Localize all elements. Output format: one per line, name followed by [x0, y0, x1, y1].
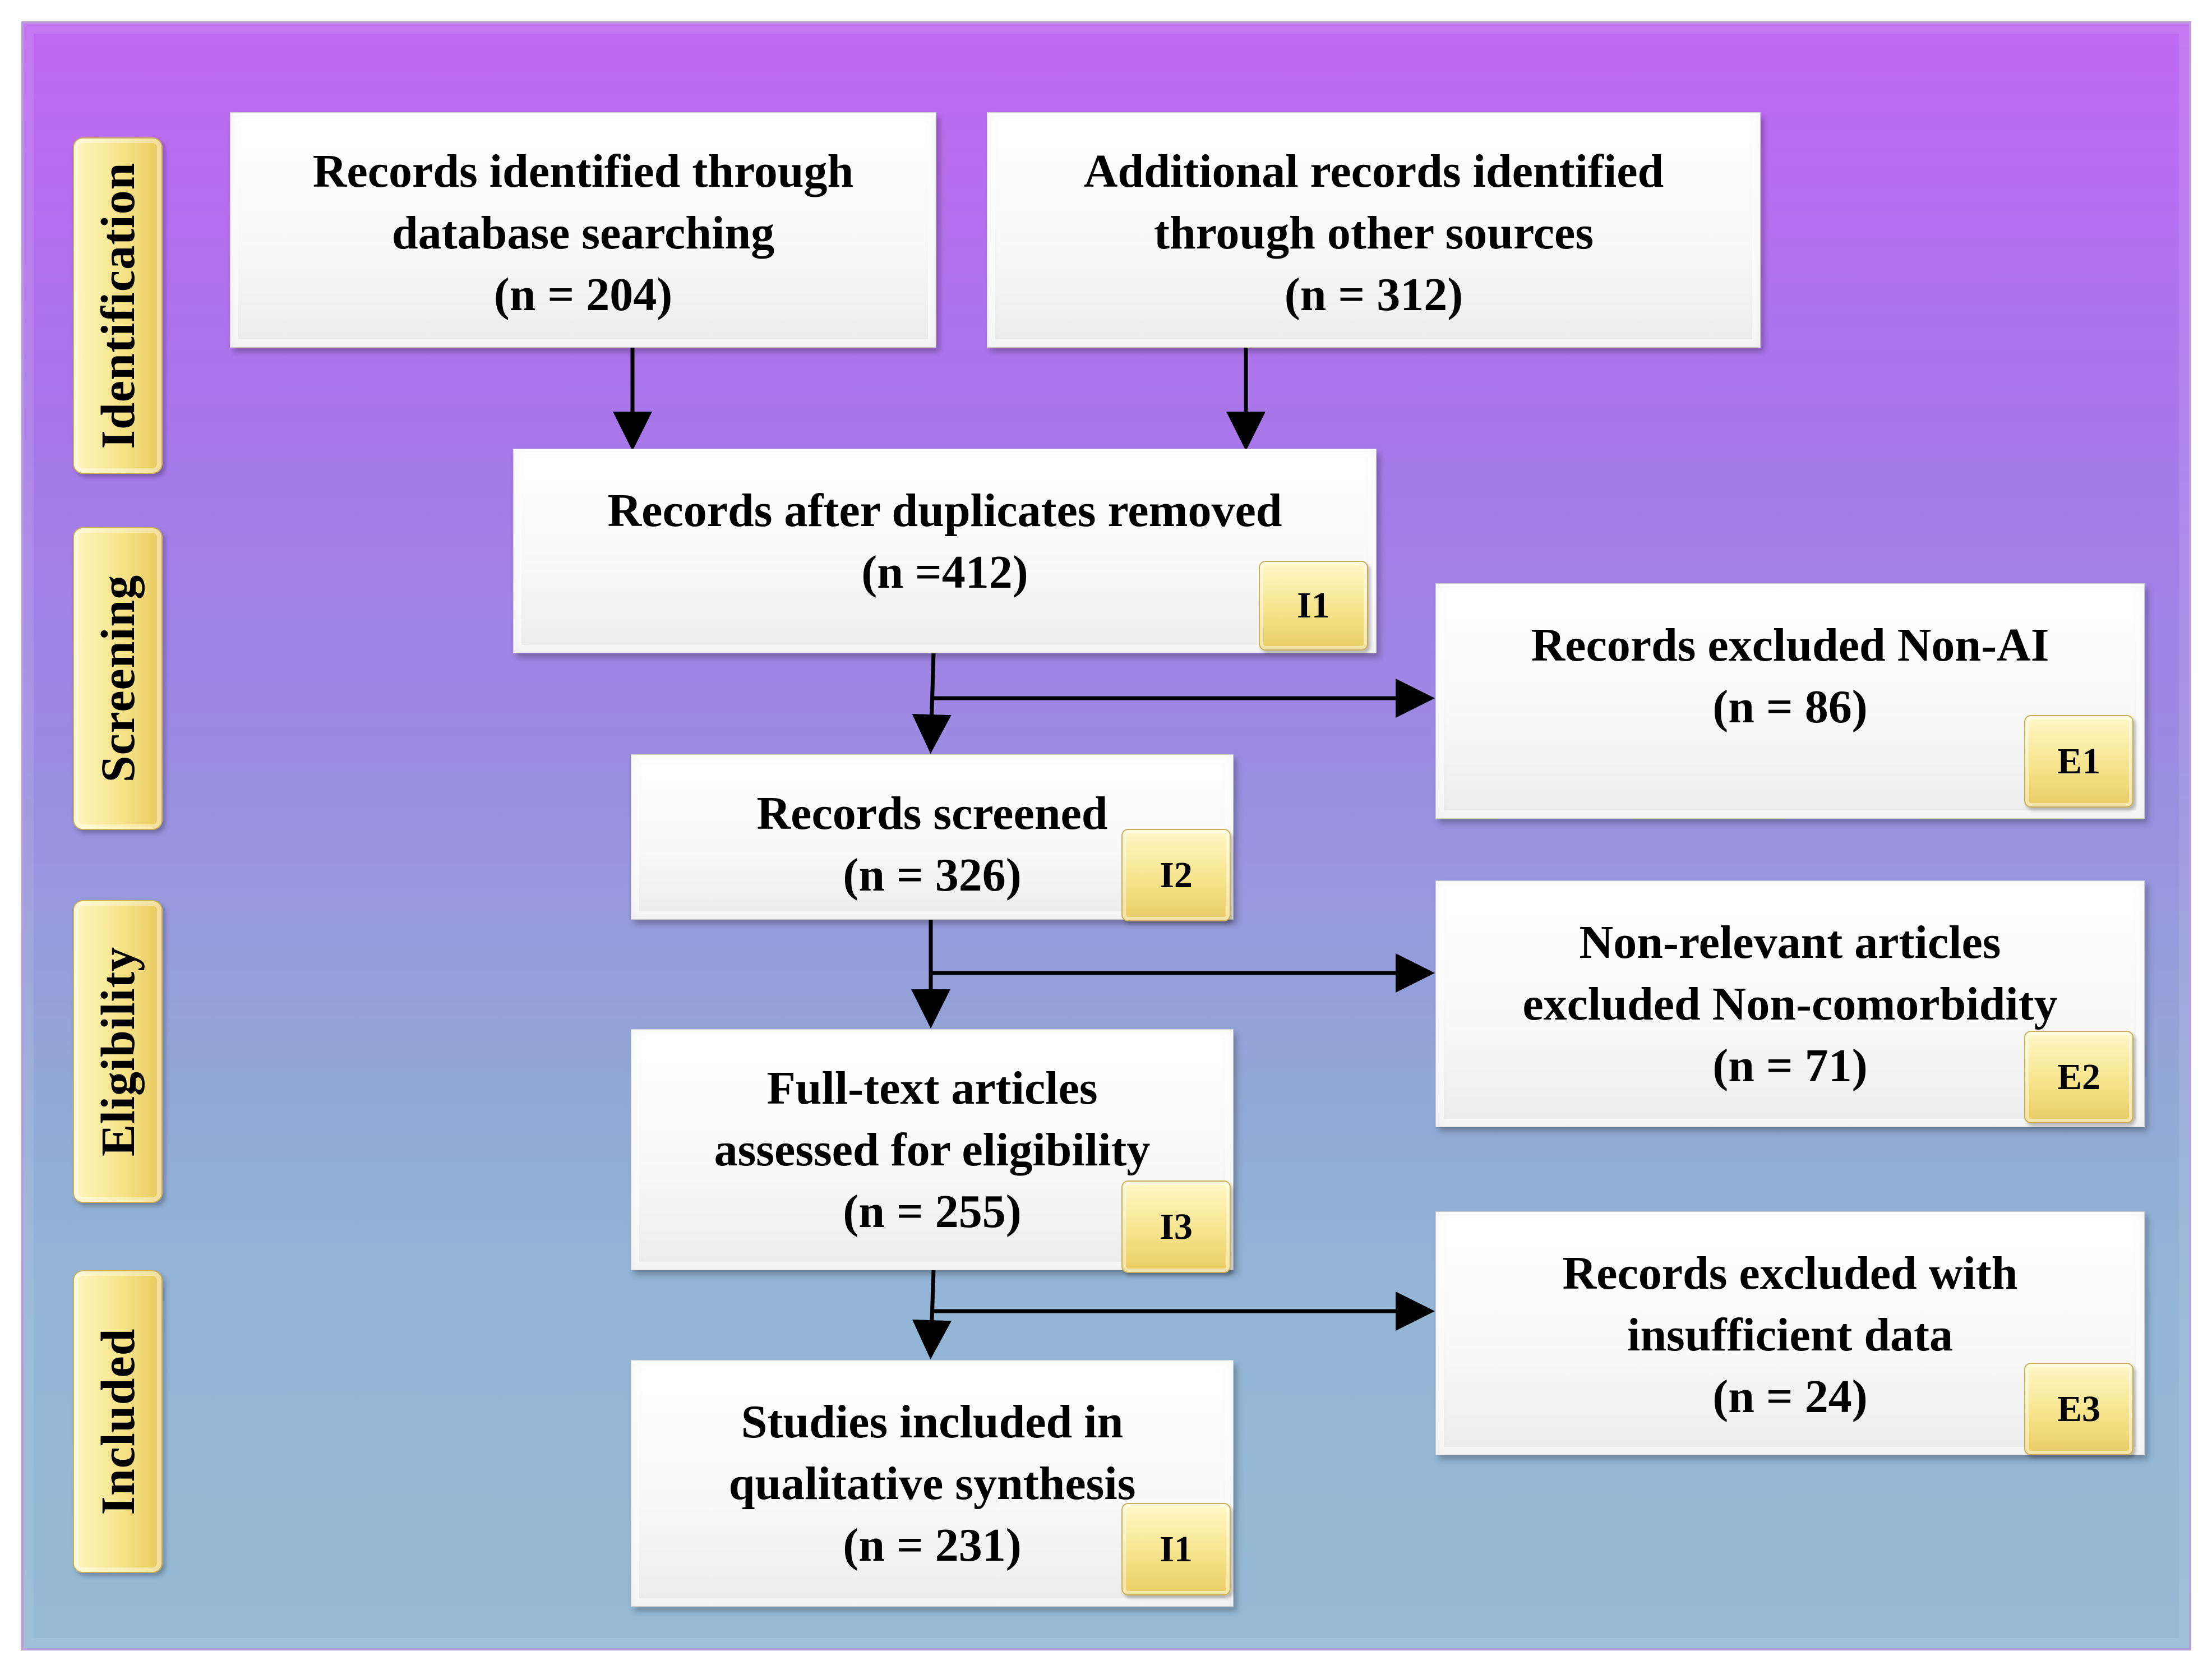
box-fulltext-count: (n = 255)	[843, 1186, 1022, 1238]
stage-eligibility: Eligibility	[73, 900, 163, 1203]
stage-screening: Screening	[73, 527, 163, 830]
box-other-sources: Additional records identified through ot…	[987, 112, 1761, 348]
stage-eligibility-label: Eligibility	[91, 946, 145, 1157]
tag-included: I1	[1121, 1503, 1231, 1595]
stage-identification-label: Identification	[91, 162, 145, 449]
stage-screening-label: Screening	[91, 574, 145, 783]
tag-i3: I3	[1121, 1180, 1231, 1273]
box-included-line2: qualitative synthesis	[728, 1458, 1136, 1510]
box-db-line2: database searching	[391, 207, 775, 259]
box-other-line2: through other sources	[1153, 207, 1594, 259]
tag-e1: E1	[2024, 715, 2134, 808]
box-duplicates-removed: Records after duplicates removed (n =412…	[513, 449, 1377, 653]
box-dedup-count: (n =412)	[861, 546, 1028, 598]
box-excluded-non-ai: Records excluded Non-AI (n = 86)	[1435, 583, 2145, 819]
tag-e3: E3	[2024, 1363, 2134, 1455]
tag-i2: I2	[1121, 829, 1231, 921]
tag-dedup: I1	[1259, 561, 1368, 651]
box-insufficient-data: Records excluded with insufficient data …	[1435, 1211, 2145, 1455]
stage-included: Included	[73, 1270, 163, 1573]
box-nonrel-line2: excluded Non-comorbidity	[1522, 978, 2058, 1030]
tag-e2: E2	[2024, 1031, 2134, 1123]
box-insuff-count: (n = 24)	[1712, 1371, 1868, 1423]
box-db-count: (n = 204)	[493, 269, 673, 321]
stage-identification: Identification	[73, 137, 163, 474]
box-nonrel-line1: Non-relevant articles	[1579, 916, 2001, 969]
box-included-line1: Studies included in	[741, 1396, 1124, 1448]
box-insuff-line1: Records excluded with	[1562, 1247, 2018, 1299]
box-nonai-count: (n = 86)	[1712, 681, 1868, 733]
box-screened-count: (n = 326)	[843, 849, 1022, 901]
box-nonrel-count: (n = 71)	[1712, 1040, 1868, 1092]
box-other-line1: Additional records identified	[1083, 145, 1664, 197]
box-nonai-line1: Records excluded Non-AI	[1531, 619, 2049, 671]
box-insuff-line2: insufficient data	[1627, 1309, 1954, 1361]
box-screened-line1: Records screened	[756, 787, 1108, 840]
box-fulltext-line1: Full-text articles	[766, 1062, 1098, 1114]
box-included-count: (n = 231)	[843, 1519, 1022, 1571]
box-non-relevant: Non-relevant articles excluded Non-comor…	[1435, 880, 2145, 1127]
box-studies-included: Studies included in qualitative synthesi…	[631, 1360, 1234, 1607]
stage-included-label: Included	[91, 1328, 145, 1515]
box-database-searching: Records identified through database sear…	[230, 112, 936, 348]
box-db-line1: Records identified through	[312, 145, 854, 197]
box-fulltext-line2: assessed for eligibility	[714, 1124, 1151, 1176]
box-other-count: (n = 312)	[1284, 269, 1463, 321]
box-dedup-line1: Records after duplicates removed	[607, 485, 1282, 537]
